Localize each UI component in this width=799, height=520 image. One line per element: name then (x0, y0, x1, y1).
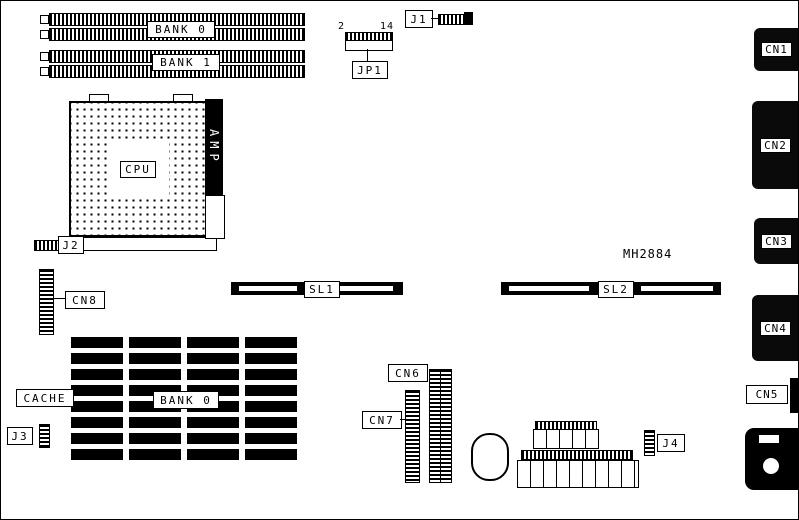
sl2-label: SL2 (598, 281, 634, 298)
amp-regulator: AMP (205, 99, 223, 195)
j1-label: J1 (405, 10, 433, 28)
cn5-label: CN5 (746, 385, 788, 404)
jp1-pin14-number: 14 (380, 21, 395, 32)
cn7-label: CN7 (362, 411, 402, 429)
cpu-label: CPU (120, 160, 156, 178)
cpu-socket-center: CPU (107, 140, 169, 198)
sl1-label: SL1 (304, 281, 340, 298)
j4-label: J4 (657, 434, 685, 452)
sl1-slot-key (331, 286, 393, 291)
j1-pin-strip (438, 14, 466, 25)
simm-tab (40, 30, 49, 39)
simm-tab (40, 15, 49, 24)
front-panel-header-body (533, 429, 599, 449)
jp1-label: JP1 (352, 61, 388, 79)
j3-label: J3 (7, 427, 33, 445)
cn8-connector (39, 269, 54, 335)
cpu-socket: CPU (69, 101, 207, 237)
bank1-label: BANK 1 (152, 54, 220, 71)
simm-tab (40, 67, 49, 76)
cn1-port: CN1 (754, 28, 798, 71)
cn8-leader-line (52, 298, 65, 299)
cn1-label: CN1 (761, 42, 792, 57)
jp1-body (345, 40, 393, 51)
cn4-port: CN4 (752, 295, 798, 361)
cn2-label: CN2 (760, 137, 791, 153)
power-connector-body (517, 460, 639, 488)
cn2-port: CN2 (752, 101, 798, 189)
cn4-label: CN4 (760, 320, 791, 336)
j1-leader-line (431, 18, 438, 19)
sl1-slot-key (239, 286, 297, 291)
battery-outline (471, 433, 509, 481)
jp1-pin2-number: 2 (338, 21, 346, 32)
cn3-label: CN3 (761, 233, 792, 249)
j2-pin-strip (34, 240, 59, 251)
cn6-label: CN6 (388, 364, 428, 382)
j1-connector-end (464, 12, 473, 25)
keyboard-connector (745, 428, 798, 490)
j2-label: J2 (58, 236, 84, 254)
part-number-text: MH2884 (623, 247, 673, 261)
cn7-leader-line (400, 419, 405, 420)
cn5-port-edge (790, 378, 798, 413)
j4-pin-strip (644, 430, 655, 456)
keyboard-connector-din (763, 458, 779, 474)
power-connector-pins (521, 450, 633, 460)
cache-bank0-label: BANK 0 (153, 391, 219, 409)
cache-label: CACHE (16, 389, 74, 407)
sl2-slot-key (509, 286, 589, 291)
cn8-label: CN8 (65, 291, 105, 309)
cn6-connector-col2 (440, 369, 452, 483)
cn3-port: CN3 (754, 218, 798, 264)
simm-tab (40, 52, 49, 61)
cn7-connector (405, 390, 420, 483)
keyboard-connector-slot (759, 435, 779, 443)
sl2-slot-key (641, 286, 713, 291)
j3-pin-strip (39, 424, 50, 448)
socket-lever-bar (77, 237, 217, 251)
amp-regulator-body (205, 195, 225, 239)
jp1-leader-line (367, 49, 368, 61)
bank0-label: BANK 0 (147, 21, 215, 38)
